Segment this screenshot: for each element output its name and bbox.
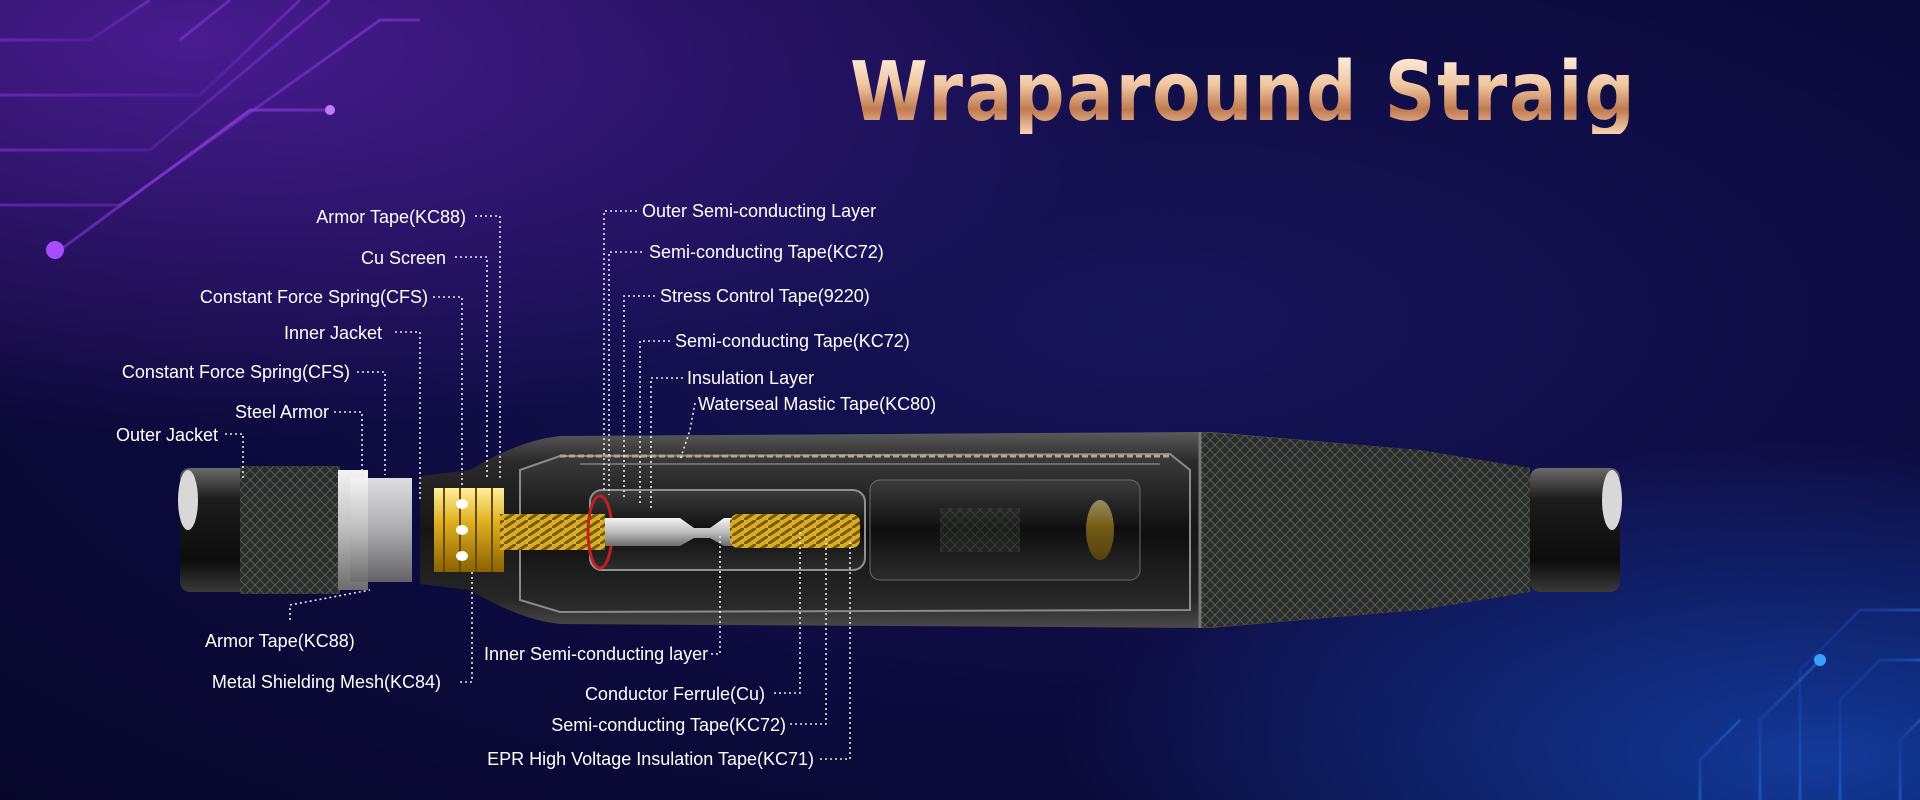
right-cable — [1530, 468, 1622, 592]
armor-ring — [350, 478, 412, 582]
label-waterseal-mastic-tape: Waterseal Mastic Tape(KC80) — [698, 394, 937, 414]
conductor-ferrule — [605, 518, 735, 546]
label-armor-tape-top: Armor Tape(KC88) — [316, 207, 466, 227]
label-semi-conducting-tape-3: Semi-conducting Tape(KC72) — [551, 715, 786, 735]
gold-conductor — [730, 514, 860, 548]
label-epr-insulation-tape: EPR High Voltage Insulation Tape(KC71) — [487, 749, 814, 769]
label-outer-jacket: Outer Jacket — [115, 425, 218, 445]
label-metal-shielding-mesh: Metal Shielding Mesh(KC84) — [211, 672, 441, 692]
label-cfs-top: Constant Force Spring(CFS) — [199, 287, 428, 307]
label-steel-armor: Steel Armor — [234, 402, 329, 422]
label-stress-control-tape: Stress Control Tape(9220) — [660, 286, 870, 306]
label-outer-semi-conducting-layer: Outer Semi-conducting Layer — [642, 201, 877, 221]
label-semi-conducting-tape-2: Semi-conducting Tape(KC72) — [675, 331, 910, 351]
label-cfs-lower: Constant Force Spring(CFS) — [121, 362, 350, 382]
label-armor-tape-bottom: Armor Tape(KC88) — [205, 631, 355, 651]
label-inner-jacket: Inner Jacket — [283, 323, 382, 343]
label-semi-conducting-tape-1: Semi-conducting Tape(KC72) — [649, 242, 884, 262]
label-conductor-ferrule: Conductor Ferrule(Cu) — [584, 684, 765, 704]
label-cu-screen: Cu Screen — [360, 248, 446, 268]
label-insulation-layer: Insulation Layer — [687, 368, 815, 388]
armor-tape-wrap — [1200, 432, 1530, 628]
leader-lines — [225, 210, 851, 760]
outer-jacket — [240, 466, 340, 594]
label-inner-semi-conducting-layer: Inner Semi-conducting layer — [484, 644, 709, 664]
